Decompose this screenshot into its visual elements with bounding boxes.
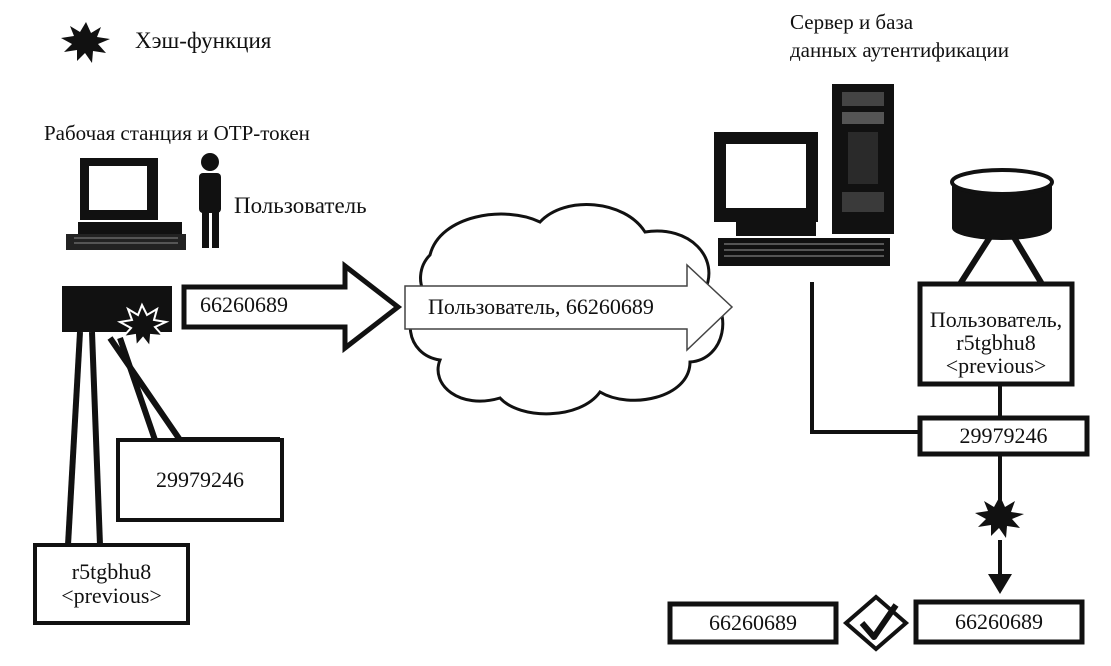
db-callout-lines [957,232,1045,286]
server-record-line1: Пользователь, [929,307,1063,332]
server-computer-icon [714,132,890,266]
workstation-counter-box [116,438,284,522]
server-record-box [917,281,1075,387]
server-record-line2: r5tgbhu8 [956,330,1036,355]
match-check-icon [842,594,910,652]
computed-otp-box [913,599,1085,645]
send-otp-arrow [181,260,403,354]
database-cylinder-icon [950,168,1054,240]
token-hash-icon [116,302,170,350]
network-message-arrow [404,263,734,352]
server-title-line1: Сервер и база [790,10,914,34]
token-otp-value: 66260689 [200,292,288,317]
server-counter-box [917,415,1090,457]
token-to-counter-lines [107,336,280,447]
workstation-secret-line1: r5tgbhu8 [71,559,152,584]
network-message: Пользователь, 66260689 [428,294,654,319]
server-title-line2: данных аутентификации [790,38,1010,62]
workstation-secret-line2: <previous> [61,583,162,608]
workstation-counter-value: 29979246 [156,467,244,492]
workstation-computer-icon [66,158,186,250]
legend-hash-icon [61,22,110,63]
workstation-title: Рабочая станция и OTP-токен [44,121,310,145]
received-otp-box [667,601,839,645]
computed-otp-value: 66260689 [955,609,1043,634]
server-hash-icon [975,496,1024,538]
token-to-secret-lines [65,331,103,546]
user-person-icon [199,153,221,248]
user-label: Пользователь [234,193,367,218]
server-tower-icon [832,84,894,234]
legend-label: Хэш-функция [135,28,272,53]
server-to-counter-line [810,282,920,434]
hash-to-result-arrow [988,540,1012,594]
server-counter-value: 29979246 [959,423,1048,448]
workstation-secret-box [33,543,190,625]
server-record-line3: <previous> [945,353,1047,378]
received-otp-value: 66260689 [709,610,797,635]
